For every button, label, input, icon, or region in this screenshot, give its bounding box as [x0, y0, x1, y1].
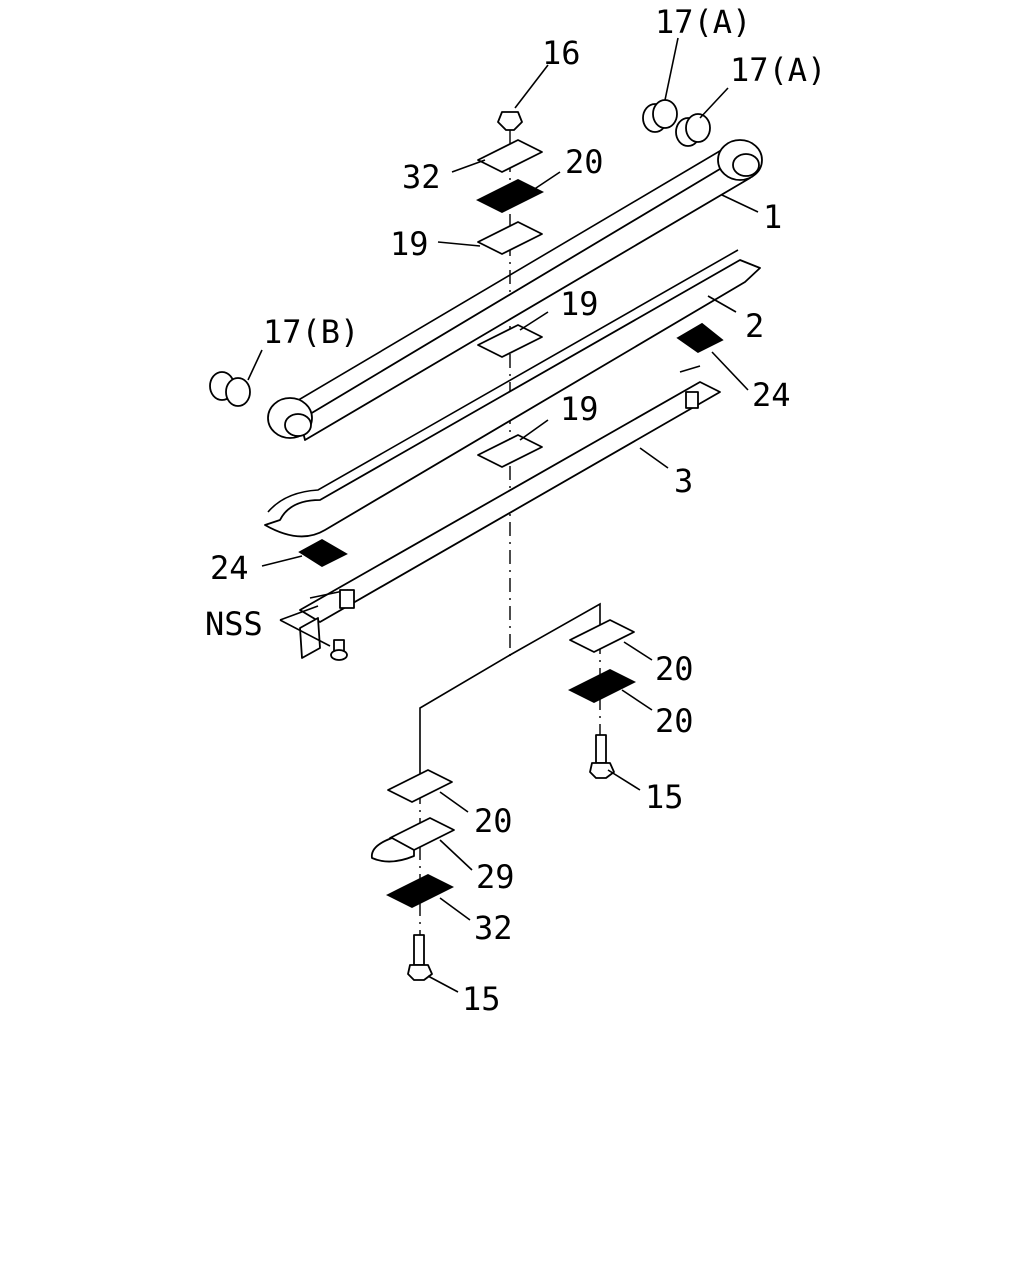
leader-19-mid	[519, 311, 549, 331]
leader-3	[639, 447, 669, 469]
plate-32-bottom	[385, 873, 455, 909]
nut-16	[497, 111, 523, 131]
label-19-mid: 19	[560, 285, 599, 323]
leader-2	[707, 295, 737, 313]
main-leaf-part-1	[267, 139, 763, 441]
leader-17a-top	[664, 37, 679, 101]
leader-17b	[247, 349, 263, 381]
label-15-right: 15	[645, 778, 684, 816]
shim-19-top	[477, 221, 543, 255]
leader-15-right	[607, 769, 641, 791]
label-32-bottom: 32	[474, 909, 513, 947]
label-20-top: 20	[565, 143, 604, 181]
shim-19-low	[477, 434, 543, 468]
label-24-right: 24	[752, 376, 791, 414]
label-3: 3	[674, 462, 693, 500]
leader-1	[721, 194, 759, 213]
bracket-29	[370, 817, 455, 863]
leader-20-top	[529, 171, 561, 193]
leader-19-low	[519, 419, 549, 441]
plate-20-right-2	[567, 668, 637, 704]
label-29: 29	[476, 858, 515, 896]
plate-32-top	[477, 139, 543, 173]
label-2: 2	[745, 307, 764, 345]
leader-nss	[279, 605, 331, 647]
leader-20-r2	[621, 689, 653, 711]
leader-17a-right	[699, 87, 729, 119]
label-24-left: 24	[210, 549, 249, 587]
leader-20-left	[439, 791, 469, 813]
leader-24-right	[711, 351, 749, 391]
plate-20-left	[387, 769, 453, 803]
bolt-15-bottom	[407, 934, 433, 981]
leader-19-top	[437, 241, 481, 247]
shim-19-mid	[477, 324, 543, 358]
label-15-bottom: 15	[462, 980, 501, 1018]
pad-24-right	[676, 322, 724, 354]
third-leaf-part-3	[299, 365, 721, 659]
label-1: 1	[763, 198, 782, 236]
label-32-top: 32	[402, 158, 441, 196]
plate-20-top	[475, 178, 545, 214]
plate-20-right-1	[569, 619, 635, 653]
pad-24-left	[298, 538, 348, 568]
leader-32-bottom	[439, 897, 471, 921]
bushing-17a-right	[675, 113, 711, 147]
label-19-top: 19	[390, 225, 429, 263]
label-17b: 17(B)	[263, 313, 359, 351]
label-17a-top: 17(A)	[655, 3, 751, 41]
label-20-left: 20	[474, 802, 513, 840]
leader-24-left	[261, 555, 303, 567]
bolt-15-right	[589, 734, 615, 779]
label-19-low: 19	[560, 390, 599, 428]
second-leaf-part-2	[264, 249, 761, 538]
leader-15-bottom	[427, 975, 459, 993]
leader-16	[514, 64, 549, 109]
branch-line	[419, 602, 601, 790]
bushing-17b	[209, 371, 251, 407]
label-16: 16	[542, 34, 581, 72]
bushing-17a-top	[642, 99, 678, 133]
label-nss: NSS	[205, 605, 263, 643]
label-20-right-2: 20	[655, 702, 694, 740]
label-17a-right: 17(A)	[730, 51, 826, 89]
label-20-right-1: 20	[655, 650, 694, 688]
nss-bolt	[330, 639, 348, 661]
leader-20-r1	[623, 641, 653, 661]
leader-32-top	[451, 159, 486, 173]
leader-29	[439, 839, 473, 871]
